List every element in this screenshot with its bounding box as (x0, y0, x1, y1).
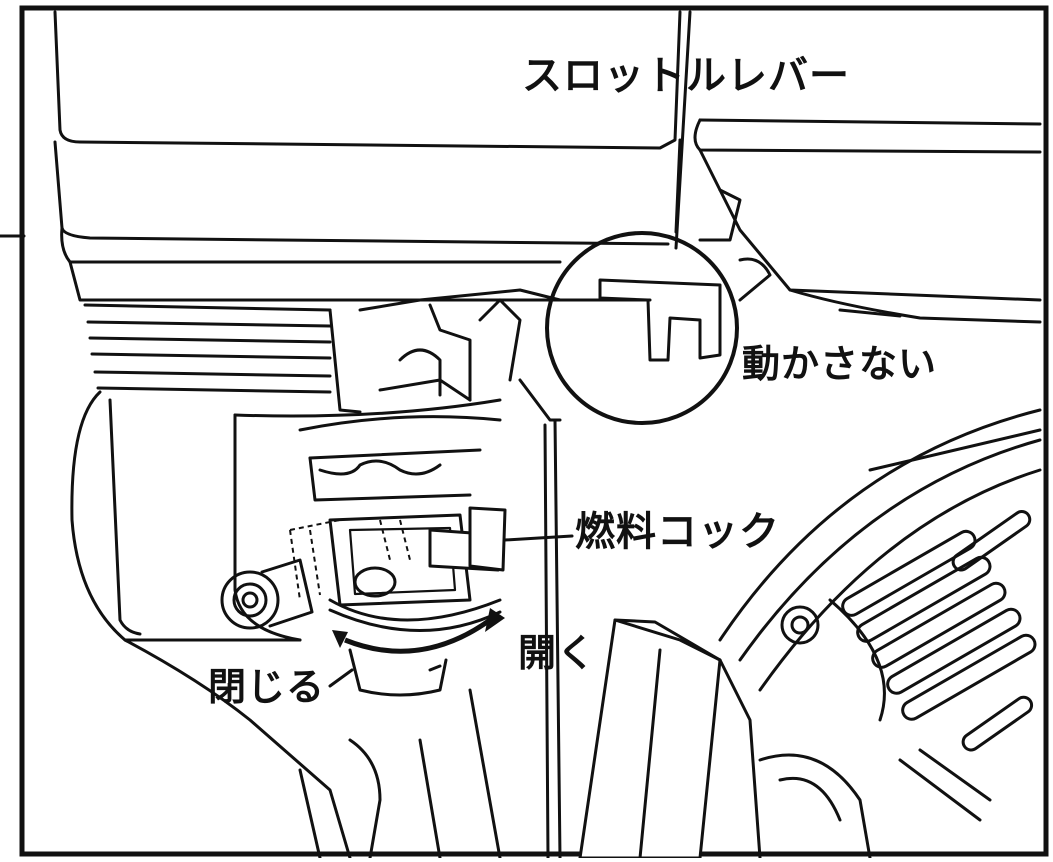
recoil-starter (718, 408, 1042, 822)
highlight-circle (545, 231, 739, 425)
label-close: 閉じる (208, 665, 326, 709)
throttle-lever (558, 188, 772, 362)
fuel-cock-housing (70, 390, 574, 642)
rotation-arrow (328, 608, 505, 697)
label-fuel-cock: 燃料コック (575, 509, 780, 555)
diagram-frame (19, 5, 1049, 857)
label-throttle-lever: スロットルレバー (522, 53, 850, 99)
carburetor (328, 288, 562, 860)
cylinder-fins (83, 303, 332, 394)
starter-grip (578, 618, 872, 860)
label-open: 開く (518, 631, 597, 675)
engine-top-cover (53, 10, 1042, 324)
label-do-not-move: 動かさない (742, 342, 938, 386)
engine-base (123, 638, 502, 860)
